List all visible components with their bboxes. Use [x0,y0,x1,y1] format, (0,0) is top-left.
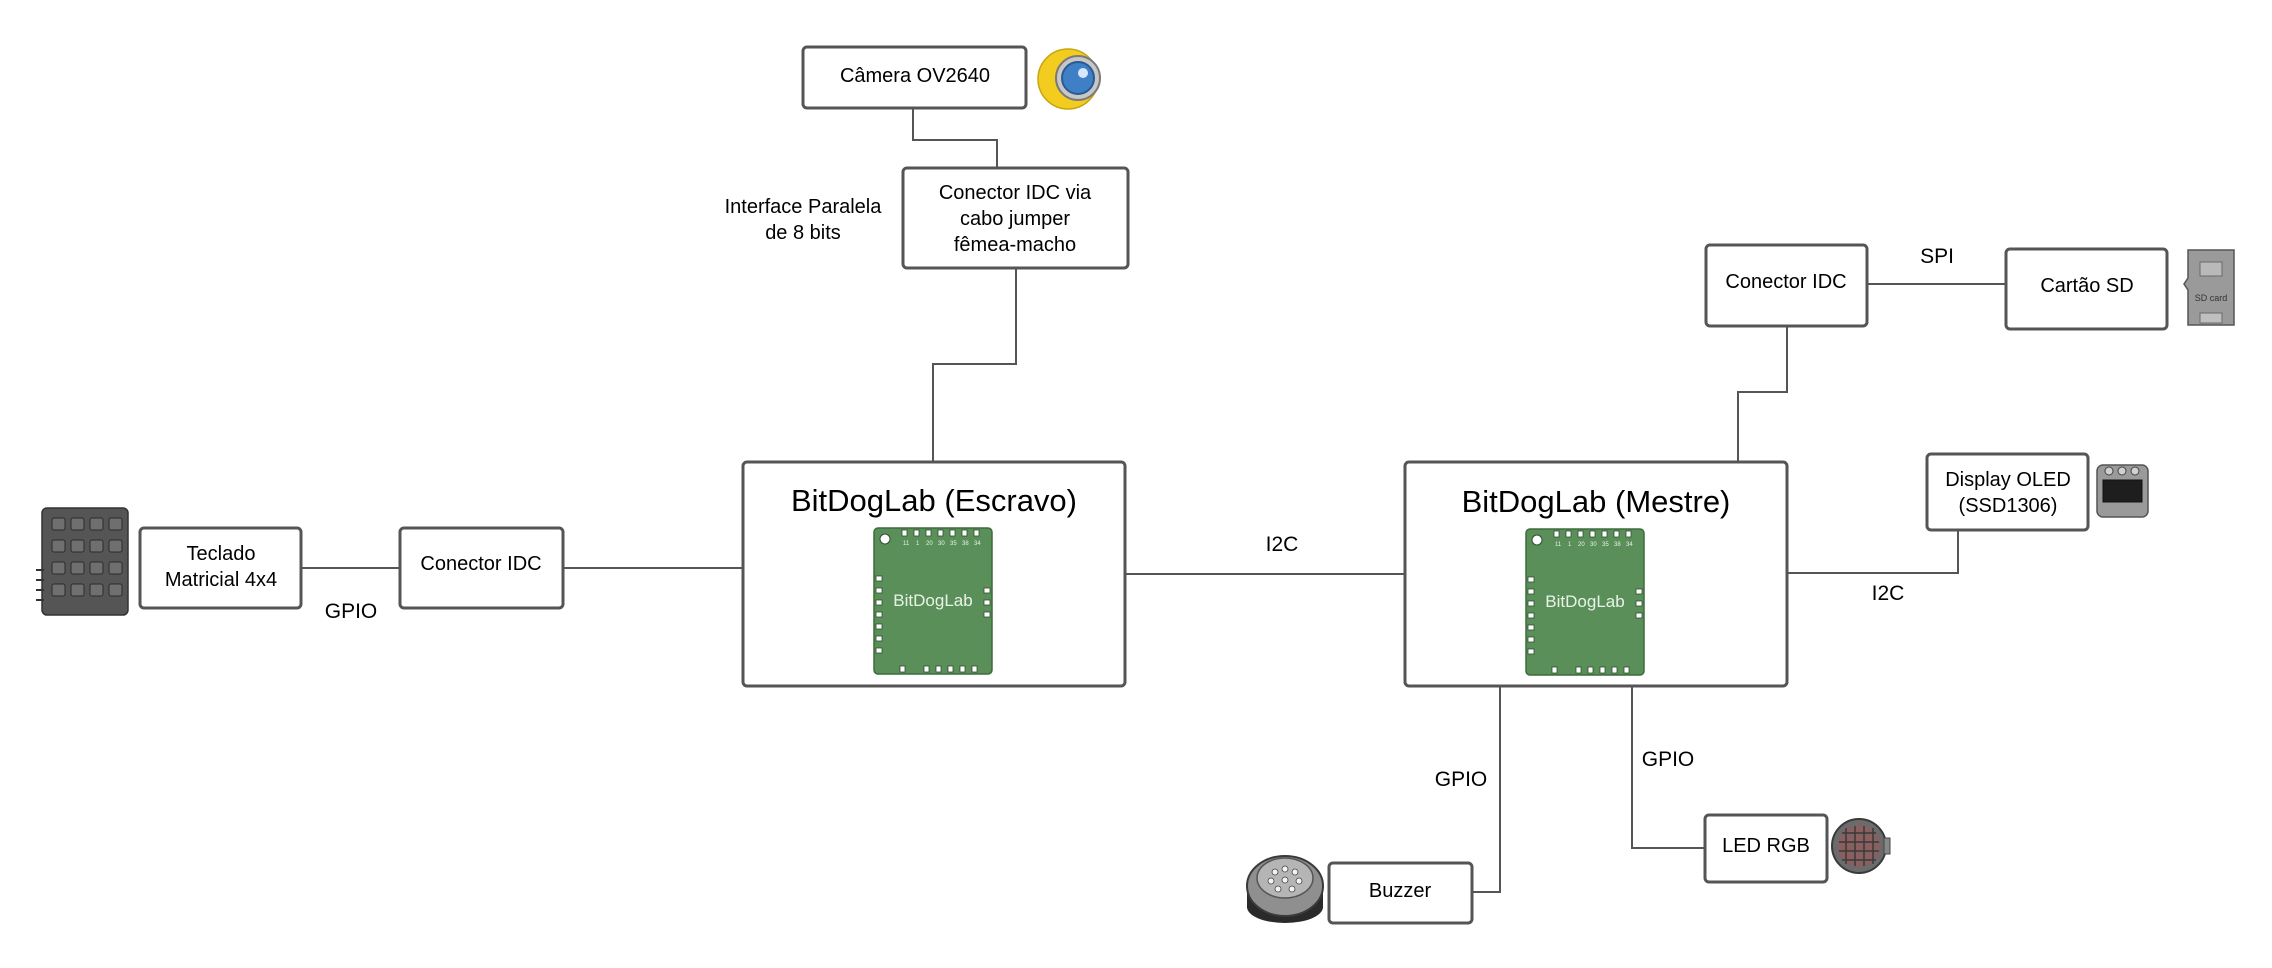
oled-label-line2: (SSD1306) [1959,495,2058,517]
sd-spi-label: SPI [1920,245,1954,268]
keypad-gpio-label: GPIO [325,600,378,623]
led-label: LED RGB [1722,835,1810,857]
led-box [1703,813,1829,884]
wire-master-to-sd-connector [1737,326,1788,462]
svg-text:38: 38 [962,541,969,547]
svg-text:30: 30 [938,541,945,547]
master-oled-i2c-label: I2C [1872,582,1905,605]
master-board-chip-label: BitDogLab [1545,592,1624,611]
connection-lines [301,108,2006,893]
slave-master-i2c-label: I2C [1266,533,1299,556]
oled-display-icon [2096,464,2149,518]
wire-connector-to-slave [932,268,1017,462]
buzzer-icon [1246,855,1324,923]
slave-board-title: BitDogLab (Escravo) [791,483,1077,518]
camera-icon [1037,48,1101,110]
svg-text:11: 11 [903,541,910,547]
keypad-box [138,526,303,610]
wire-master-to-led [1631,686,1705,849]
slave-board-chip-label: BitDogLab [893,591,972,610]
wire-master-to-oled [1787,530,1959,574]
svg-text:35: 35 [950,541,957,547]
camera-label: Câmera OV2640 [840,65,990,87]
parallel-interface-label-line2: de 8 bits [765,222,841,244]
svg-text:1: 1 [1568,542,1572,548]
keypad-connector-label: Conector IDC [420,553,541,575]
svg-text:11: 11 [1555,542,1562,548]
camera-box [801,45,1028,110]
svg-text:1: 1 [916,541,920,547]
sd-card-label: Cartão SD [2040,275,2133,297]
keypad-connector-box [398,526,565,610]
svg-text:34: 34 [1626,542,1633,548]
camera-connector-box [901,166,1130,270]
oled-label-line1: Display OLED [1945,469,2071,491]
svg-text:38: 38 [1614,542,1621,548]
svg-text:SD card: SD card [2195,293,2228,303]
led-gpio-label: GPIO [1642,748,1695,771]
wire-master-to-buzzer [1472,686,1501,893]
master-board-icon: 11 1 20 30 35 38 34 BitDogLab [1525,528,1645,676]
keypad-label-line2: Matricial 4x4 [165,569,277,591]
svg-text:30: 30 [1590,542,1597,548]
camera-connector-label-line3: fêmea-macho [954,234,1076,256]
sd-connector-label: Conector IDC [1725,271,1846,293]
sd-connector-box [1704,243,1869,328]
svg-text:34: 34 [974,541,981,547]
buzzer-gpio-label: GPIO [1435,768,1488,791]
wire-camera-to-connector [912,108,998,168]
master-board-title: BitDogLab (Mestre) [1462,484,1731,519]
parallel-interface-label-line1: Interface Paralela [725,196,883,218]
oled-box [1925,452,2090,532]
sd-card-icon: SD card [2183,249,2235,326]
rgb-led-icon [1831,818,1891,874]
camera-connector-label-line1: Conector IDC via [939,182,1092,204]
sd-card-box [2004,247,2169,331]
keypad-icon [36,507,129,616]
slave-board-icon: 11 1 20 30 35 38 34 BitDogLab [873,527,993,675]
svg-text:20: 20 [1578,542,1585,548]
svg-text:35: 35 [1602,542,1609,548]
buzzer-box [1327,861,1474,925]
keypad-label-line1: Teclado [187,543,256,565]
buzzer-label: Buzzer [1369,880,1432,902]
camera-connector-label-line2: cabo jumper [960,208,1070,230]
svg-text:20: 20 [926,541,933,547]
